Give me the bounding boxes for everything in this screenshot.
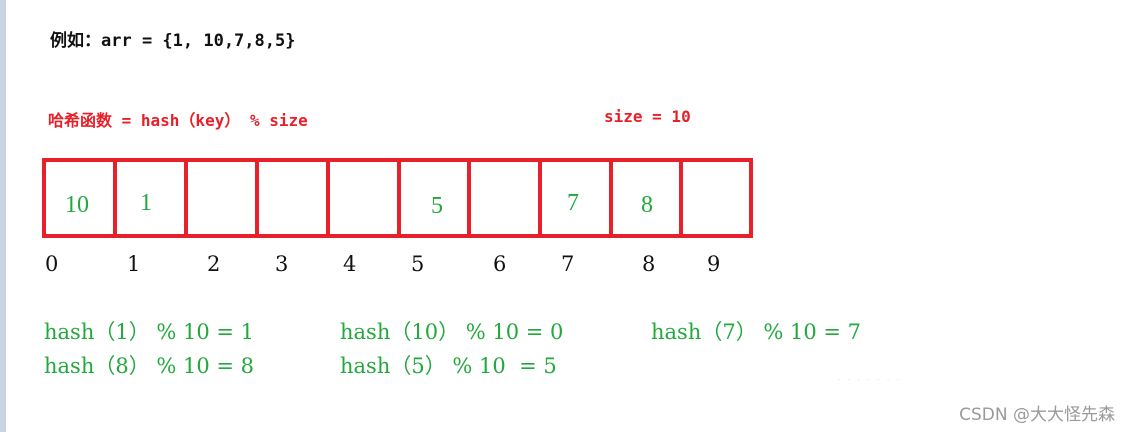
slot-value: 5 — [431, 193, 443, 219]
hash-slot — [683, 162, 749, 234]
hash-slot — [330, 162, 401, 234]
hash-calculation: hash（5） % 10 = 5 — [340, 354, 557, 378]
index-label: 3 — [275, 252, 289, 276]
index-label: 4 — [343, 252, 357, 276]
hash-slot: 1 — [117, 162, 188, 234]
hash-slot: 7 — [542, 162, 613, 234]
index-label: 5 — [411, 252, 425, 276]
slot-value: 7 — [567, 190, 579, 216]
hash-slot: 10 — [46, 162, 117, 234]
hash-slot: 8 — [613, 162, 683, 234]
slot-value: 8 — [641, 192, 653, 218]
index-label: 2 — [207, 252, 221, 276]
index-label: 7 — [561, 252, 575, 276]
hash-calculation: hash（7） % 10 = 7 — [651, 320, 862, 344]
hash-calculation: hash（1） % 10 = 1 — [44, 320, 255, 344]
hash-slot: 5 — [401, 162, 471, 234]
hash-calculation: hash（8） % 10 = 8 — [44, 354, 255, 378]
hash-table: 10 1 5 7 8 — [42, 158, 753, 238]
hash-calculation: hash（10） % 10 = 0 — [340, 320, 564, 344]
watermark: CSDN @大大怪先森 — [959, 405, 1115, 425]
slot-value: 10 — [65, 192, 89, 218]
size-definition: size = 10 — [604, 107, 691, 126]
index-label: 9 — [707, 252, 721, 276]
hash-slot — [259, 162, 330, 234]
hash-slot — [471, 162, 542, 234]
hash-slot — [188, 162, 259, 234]
example-text: 例如：arr = {1, 10,7,8,5} — [50, 31, 296, 51]
index-label: 8 — [642, 252, 656, 276]
left-margin-rule — [0, 0, 6, 432]
faint-marks: · · · · · · · — [838, 377, 902, 384]
slot-value: 1 — [140, 190, 152, 216]
index-label: 0 — [45, 252, 59, 276]
index-label: 1 — [127, 252, 141, 276]
index-label: 6 — [493, 252, 507, 276]
hash-formula: 哈希函数 = hash（key） % size — [48, 111, 308, 130]
